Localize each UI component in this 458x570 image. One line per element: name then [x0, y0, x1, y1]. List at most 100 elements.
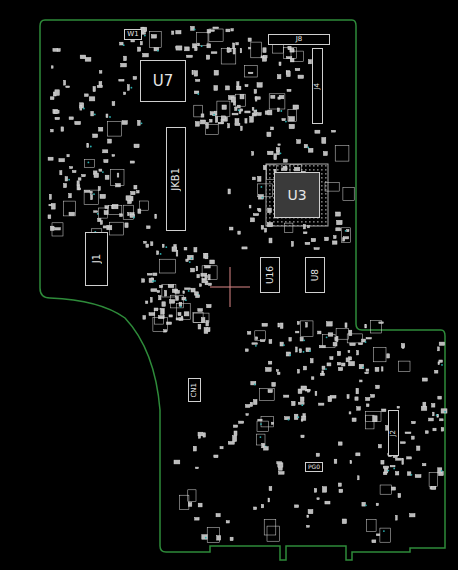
pad [338, 483, 341, 486]
pad [84, 190, 98, 205]
refdes-label: W1 [127, 31, 138, 38]
pad [179, 302, 182, 306]
via [88, 162, 90, 164]
pad [235, 123, 240, 125]
via [441, 470, 443, 472]
pad [206, 123, 208, 129]
pad [332, 241, 337, 244]
via [141, 122, 143, 124]
refdes-label: JKB1 [171, 168, 181, 191]
pad [334, 459, 337, 463]
via [109, 116, 111, 118]
pad [192, 70, 194, 74]
pad [365, 372, 369, 374]
component-outline: CN1 [188, 378, 201, 402]
pad [373, 347, 386, 361]
pad [325, 183, 339, 192]
via [165, 246, 167, 248]
pad [333, 342, 337, 346]
pad [338, 367, 342, 370]
pad [298, 75, 304, 78]
pad [196, 79, 200, 81]
pad [185, 47, 190, 51]
pad [154, 308, 158, 311]
via [411, 474, 413, 476]
pad [142, 279, 145, 282]
pad [184, 247, 187, 250]
pad [157, 291, 160, 293]
pad [240, 109, 243, 111]
pad [287, 89, 291, 91]
via [303, 351, 305, 353]
pad [99, 127, 103, 131]
refdes-label: J4 [314, 83, 321, 90]
via [188, 290, 190, 292]
pad [422, 378, 427, 381]
pad [338, 442, 342, 445]
pad [334, 236, 337, 239]
pad [284, 395, 289, 397]
pad [196, 295, 200, 298]
pad [184, 312, 189, 316]
pad [134, 185, 137, 189]
pad [121, 63, 127, 67]
pad [245, 66, 258, 77]
pad [237, 82, 239, 87]
crosshair [230, 267, 231, 307]
pad [272, 383, 276, 387]
pad [264, 447, 269, 450]
pad [235, 94, 245, 106]
pad [203, 253, 207, 258]
via [283, 344, 285, 346]
pad [188, 255, 194, 259]
pad [343, 188, 354, 201]
pad [213, 27, 219, 29]
pad [267, 132, 271, 137]
pad [123, 205, 134, 219]
pad [303, 414, 305, 417]
pad [303, 232, 307, 234]
pad [198, 324, 201, 329]
pad [391, 487, 395, 490]
pad [154, 309, 163, 324]
pad [253, 177, 256, 180]
pad [308, 510, 313, 514]
component-outline: PG0 [305, 462, 323, 472]
pad [300, 397, 304, 402]
via [301, 404, 303, 406]
pad [261, 416, 274, 427]
refdes-label: U3 [287, 188, 306, 202]
pad [303, 225, 305, 229]
via [280, 110, 282, 112]
pad [347, 395, 349, 399]
pad [150, 297, 152, 302]
pad [93, 134, 98, 138]
pad [380, 528, 391, 542]
pad [206, 55, 209, 59]
pad [352, 418, 356, 422]
pad [310, 359, 313, 363]
pad [412, 421, 416, 423]
pad [344, 237, 349, 239]
pad [336, 228, 341, 231]
pad [260, 340, 264, 342]
pad [316, 453, 319, 456]
pad [286, 57, 291, 59]
pad [209, 29, 223, 42]
pad [85, 57, 91, 61]
pad [301, 419, 303, 421]
pad [396, 515, 398, 520]
pad [185, 288, 191, 290]
pad [168, 285, 174, 288]
pad [240, 94, 244, 99]
pad [342, 363, 346, 366]
via [180, 306, 182, 308]
pad [439, 342, 444, 345]
pad [216, 514, 220, 517]
via [260, 436, 262, 438]
pad [104, 160, 108, 163]
pad [307, 525, 310, 527]
pad [246, 405, 250, 408]
